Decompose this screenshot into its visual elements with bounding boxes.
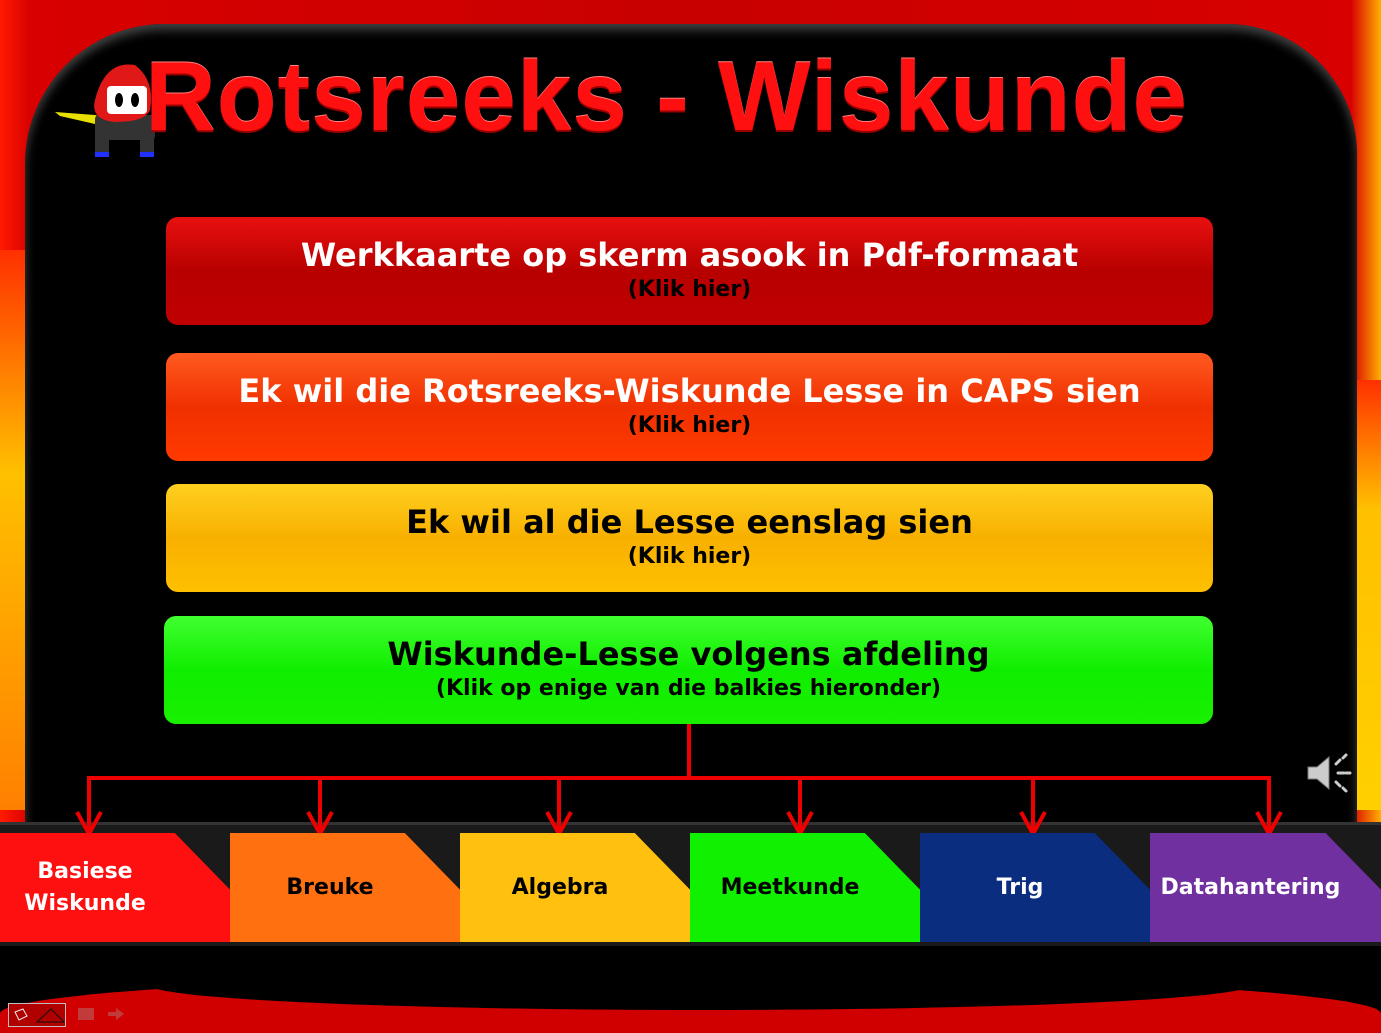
button-hint: (Klik op enige van die balkies hieronder… [435,676,942,701]
all-lessons-button[interactable]: Ek wil al die Lesse eenslag sien (Klik h… [166,484,1213,592]
button-hint: (Klik hier) [627,544,752,569]
tab-label: Wiskunde [24,890,146,916]
button-hint: (Klik hier) [627,413,752,438]
tab-label: Datahantering [1160,874,1341,900]
tab-label: Breuke [286,874,374,900]
mascot-logo-icon [55,64,155,157]
tab-breuke[interactable]: Breuke [230,833,460,942]
tab-label: Meetkunde [720,874,860,900]
footer-swoosh-dark [150,960,1250,1010]
lessons-by-section-button[interactable]: Wiskunde-Lesse volgens afdeling (Klik op… [164,616,1213,724]
tab-trig[interactable]: Trig [920,833,1150,942]
button-label: Wiskunde-Lesse volgens afdeling [387,635,990,673]
tab-algebra[interactable]: Algebra [460,833,690,942]
tab-label: Trig [996,874,1044,900]
tab-datahantering[interactable]: Datahantering [1150,833,1381,942]
arrow-icon [306,778,334,839]
tab-label: Basiese [37,858,133,884]
tab-meetkunde[interactable]: Meetkunde [690,833,920,942]
arrow-icon [786,778,814,839]
page-title: Rotsreeks - Wiskunde [145,41,1188,151]
section-connector-lines [75,724,1283,839]
speaker-icon[interactable] [1305,752,1353,794]
caps-lessons-button[interactable]: Ek wil die Rotsreeks-Wiskunde Lesse in C… [166,353,1213,461]
left-accent [0,250,28,810]
button-label: Werkkaarte op skerm asook in Pdf-formaat [300,236,1079,274]
next-arrow-icon[interactable] [106,1006,126,1022]
worksheets-pdf-button[interactable]: Werkkaarte op skerm asook in Pdf-formaat… [166,217,1213,325]
arrow-icon [545,778,573,839]
button-label: Ek wil al die Lesse eenslag sien [406,503,973,541]
slideshow-toolbar[interactable] [8,1003,66,1027]
button-label: Ek wil die Rotsreeks-Wiskunde Lesse in C… [238,372,1141,410]
tab-label: Algebra [511,874,609,900]
arrow-icon [1019,778,1047,839]
arrow-icon [75,778,103,839]
button-hint: (Klik hier) [627,277,752,302]
menu-icon[interactable] [76,1006,96,1022]
pen-and-arrow-icon [14,1008,66,1023]
arrow-icon [1255,778,1283,839]
